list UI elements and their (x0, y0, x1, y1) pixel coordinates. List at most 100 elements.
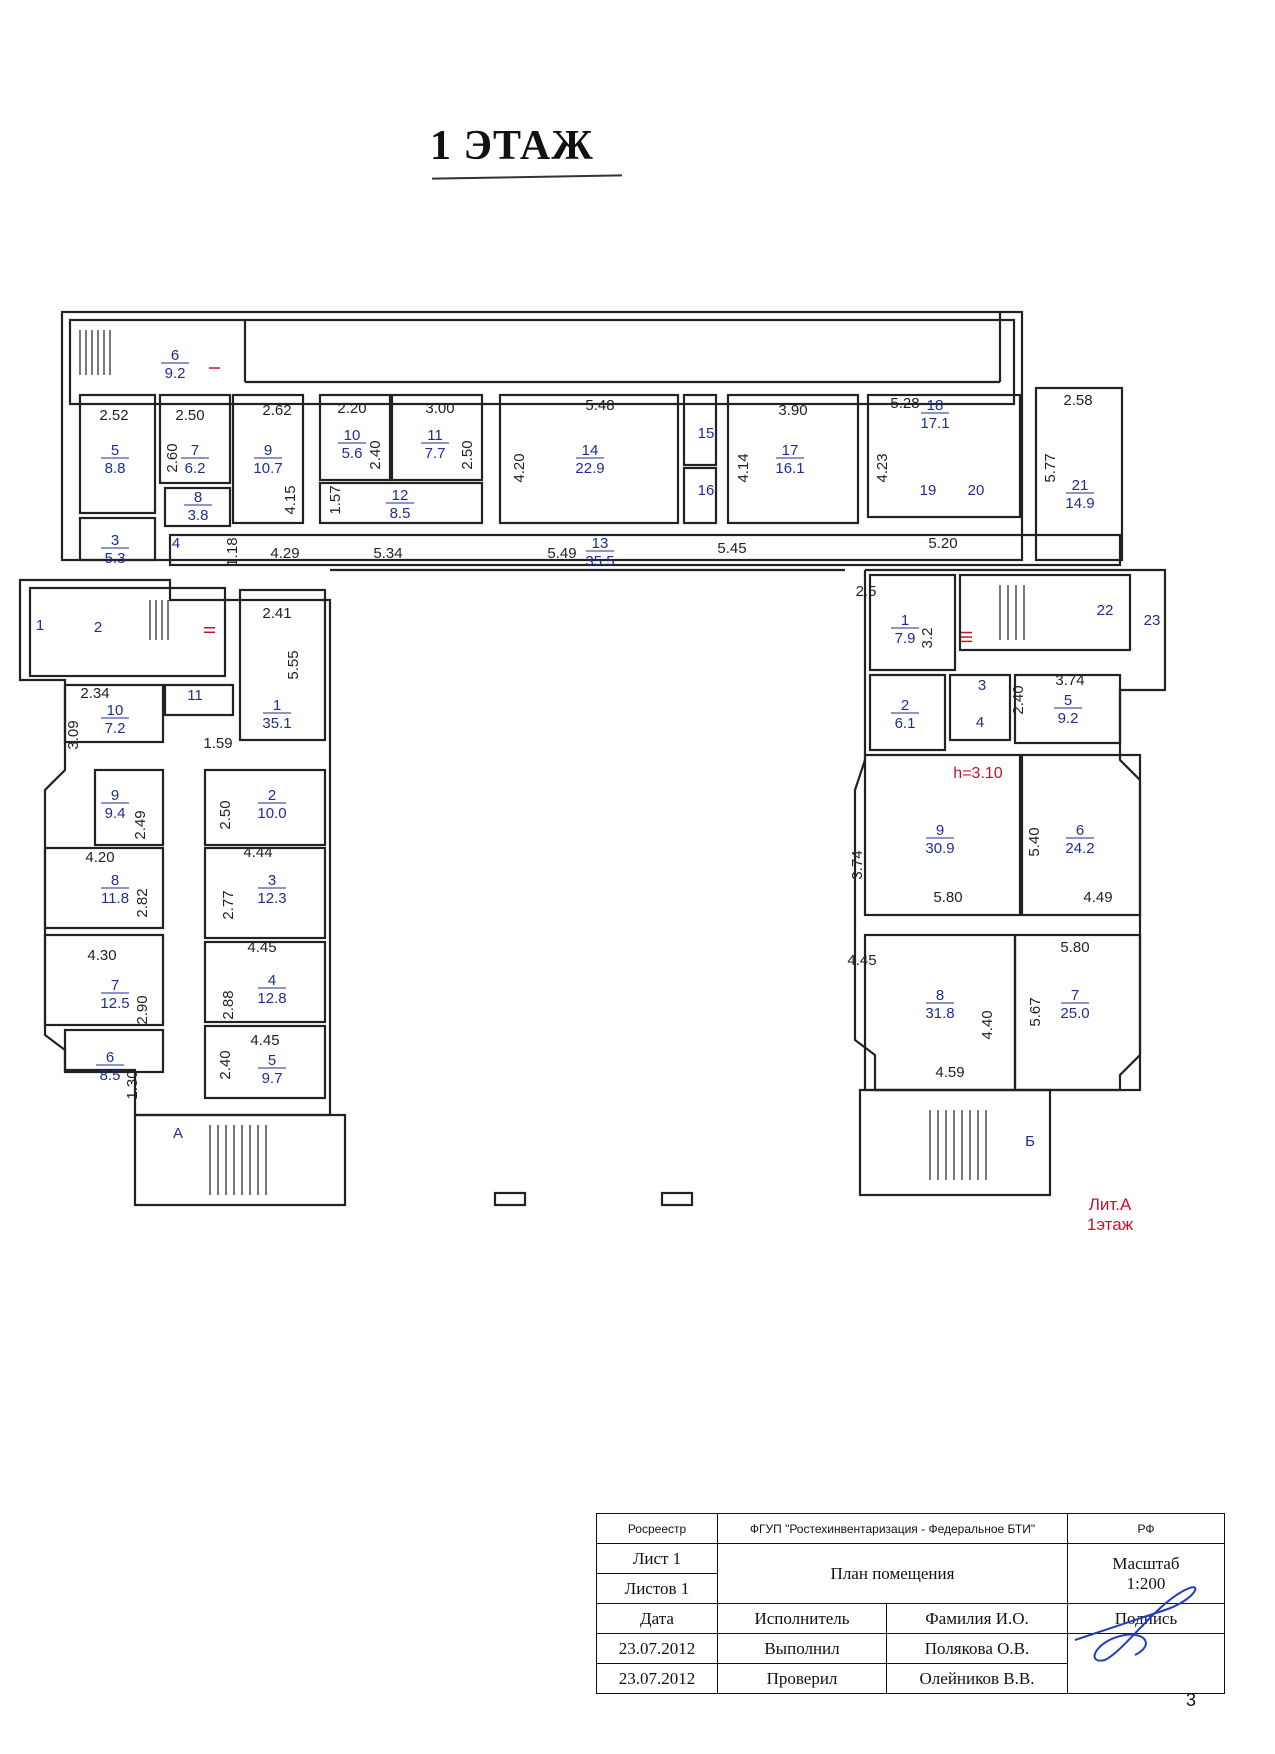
dimension-label: 3.90 (778, 402, 807, 419)
red-label-floor-note: 1этаж (1087, 1215, 1134, 1234)
room-area: 9.4 (105, 805, 126, 822)
room-number: 18 (927, 397, 944, 414)
dimension-label-vertical: 1.30 (124, 1070, 141, 1099)
room-number: 5 (268, 1052, 276, 1069)
room-number: 4 (268, 972, 276, 989)
stamp-sheets: Листов 1 (596, 1573, 718, 1604)
room-area: 25.0 (1060, 1005, 1089, 1022)
dimension-label: 2.58 (1063, 392, 1092, 409)
room-number: 11 (427, 427, 443, 444)
dimension-label-vertical: 2.82 (134, 888, 151, 917)
room-area: 9.7 (262, 1070, 283, 1087)
room-number-label: 3 (978, 677, 986, 694)
dimension-label-vertical: 5.67 (1027, 997, 1044, 1026)
room-area: 30.9 (925, 840, 954, 857)
dimension-label: 2.50 (175, 407, 204, 424)
dimension-label-vertical: 2.60 (164, 443, 181, 472)
room-number: 10 (107, 702, 124, 719)
room-area: 10.0 (257, 805, 286, 822)
stamp-org: ФГУП "Ростехинвентаризация - Федеральное… (717, 1513, 1068, 1544)
dimension-label-vertical: 3.2 (919, 628, 936, 649)
room-number-label: 22 (1097, 602, 1114, 619)
stamp-person2: Олейников В.В. (886, 1663, 1068, 1694)
dimension-label-vertical: 2.40 (367, 440, 384, 469)
stamp-rf: РФ (1067, 1513, 1225, 1544)
room-area: 35.5 (585, 553, 614, 570)
room-number-label: 4 (172, 535, 180, 552)
stamp-scale: 1:200 (1126, 1573, 1166, 1593)
room-area: 16.1 (775, 460, 804, 477)
room-number-label: 11 (187, 687, 203, 704)
stamp-date1: 23.07.2012 (596, 1633, 718, 1664)
room-area: 7.7 (425, 445, 446, 462)
dimension-label: 3.00 (425, 400, 454, 417)
dimension-label: 5.49 (547, 545, 576, 562)
stamp-role2: Проверил (717, 1663, 887, 1694)
room-number: 1 (273, 697, 281, 714)
dimension-label: 4.30 (87, 947, 116, 964)
room-number: 5 (1064, 692, 1072, 709)
red-label-stair-3: III (959, 630, 976, 643)
dimension-label-vertical: 2.49 (132, 810, 149, 839)
room-number-label: 23 (1144, 612, 1161, 629)
room-number: 17 (782, 442, 799, 459)
dimension-label: 2.20 (337, 400, 366, 417)
stairs (79, 330, 1025, 1195)
room-number: 10 (344, 427, 361, 444)
room-number: 7 (1071, 987, 1079, 1004)
dimension-label: 5.28 (890, 395, 919, 412)
room-number: 2 (901, 697, 909, 714)
dimension-label: 2.34 (80, 685, 109, 702)
room-number: 21 (1072, 477, 1089, 494)
room-number-label: 15 (698, 425, 715, 442)
room-number: 2 (268, 787, 276, 804)
dimension-label-vertical: 2.40 (1010, 685, 1027, 714)
room-number-label: 20 (968, 482, 985, 499)
room-area: 24.2 (1065, 840, 1094, 857)
room-area: 7.2 (105, 720, 126, 737)
dimension-label-vertical: 5.77 (1042, 453, 1059, 482)
room-number: 5 (111, 442, 119, 459)
dimension-label: 5.80 (1060, 939, 1089, 956)
top-wing-outline (60, 310, 1024, 562)
dimension-label-vertical: 2.88 (220, 990, 237, 1019)
dimension-label: 1.59 (203, 735, 232, 752)
red-label-lit-a: Лит.А (1089, 1195, 1132, 1214)
left-stair-block (28, 586, 227, 678)
entrance-a (133, 1113, 347, 1207)
dimension-label-vertical: 3.74 (849, 850, 866, 879)
room-area: 12.3 (257, 890, 286, 907)
room-number: 8 (936, 987, 944, 1004)
dimension-label: 4.49 (1083, 889, 1112, 906)
corridor-13 (168, 533, 1122, 567)
dimension-label: 5.34 (373, 545, 402, 562)
room-number: 9 (111, 787, 119, 804)
walls (18, 310, 1167, 1207)
room-number-label: 2 (94, 619, 102, 636)
room-area: 8.5 (390, 505, 411, 522)
stamp-person1: Полякова О.В. (886, 1633, 1068, 1664)
room-area: 9.2 (165, 365, 186, 382)
dimension-label: 4.59 (935, 1064, 964, 1081)
dimension-label: 2.62 (262, 402, 291, 419)
room-area: 6.2 (185, 460, 206, 477)
room-number: 6 (1076, 822, 1084, 839)
room-area: 6.1 (895, 715, 916, 732)
dimension-label-vertical: 2.40 (217, 1050, 234, 1079)
dimension-label: 4.44 (243, 844, 272, 861)
room-area: 12.5 (100, 995, 129, 1012)
dimension-label-vertical: 2.77 (220, 890, 237, 919)
dimension-label-vertical: 5.55 (285, 650, 302, 679)
red-label-stair-2: II (202, 626, 219, 635)
stamp-scale-cell: Масштаб 1:200 (1067, 1543, 1225, 1604)
dimension-label-vertical: 4.23 (874, 453, 891, 482)
dimension-label: 4.20 (85, 849, 114, 866)
room-area: 3.8 (188, 507, 209, 524)
room-number: 9 (936, 822, 944, 839)
room-number-label: 19 (920, 482, 937, 499)
stamp-rosreestr: Росреестр (596, 1513, 718, 1544)
room-area: 5.6 (342, 445, 363, 462)
room-number: 7 (191, 442, 199, 459)
stamp-role1: Выполнил (717, 1633, 887, 1664)
